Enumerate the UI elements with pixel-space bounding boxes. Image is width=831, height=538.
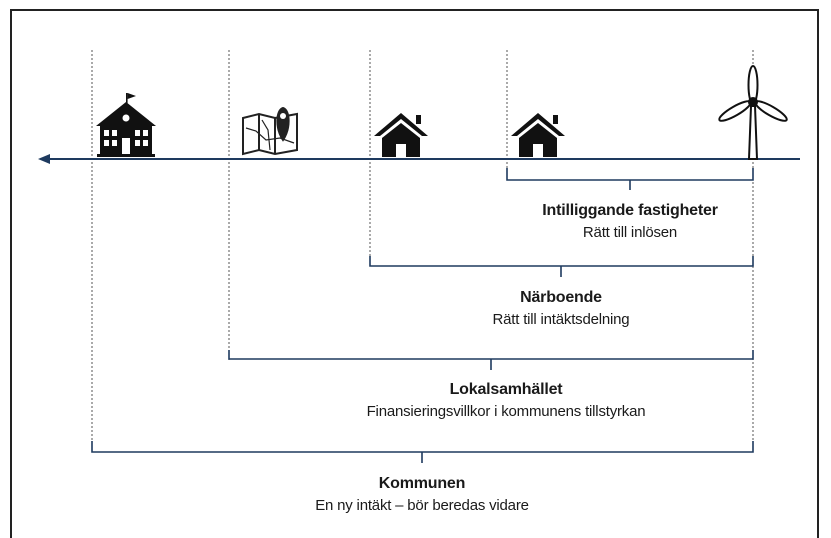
group-subtitle: Rätt till intäktsdelning (492, 311, 630, 328)
group-label-kommunen: Kommunen En ny intäkt – bör beredas vida… (272, 475, 572, 514)
figure-frame (10, 9, 819, 538)
bracket-kommunen (91, 441, 754, 463)
group-label-intilliggande: Intilliggande fastigheter Rätt till inlö… (480, 202, 780, 241)
group-label-lokalsamhallet: Lokalsamhället Finansieringsvillkor i ko… (341, 381, 671, 420)
house-icon (374, 113, 428, 157)
map-pin-icon (242, 106, 298, 156)
bracket-intilliggande (506, 168, 754, 190)
school-icon (96, 93, 156, 157)
bracket-lokalsamhallet (228, 350, 754, 370)
axis-arrowhead (38, 154, 50, 164)
house-icon-2 (511, 113, 565, 157)
wind-turbine-icon (718, 65, 788, 160)
distance-axis (38, 154, 800, 164)
bracket-narboende (369, 256, 754, 277)
group-title: Närboende (520, 289, 602, 306)
group-label-narboende: Närboende Rätt till intäktsdelning (411, 289, 711, 328)
group-title: Kommunen (378, 475, 466, 492)
group-subtitle: En ny intäkt – bör beredas vidare (315, 497, 529, 514)
group-title: Intilliggande fastigheter (542, 202, 718, 219)
group-title: Lokalsamhället (449, 381, 563, 398)
group-subtitle: Rätt till inlösen (582, 224, 678, 241)
group-subtitle: Finansieringsvillkor i kommunens tillsty… (366, 403, 646, 420)
